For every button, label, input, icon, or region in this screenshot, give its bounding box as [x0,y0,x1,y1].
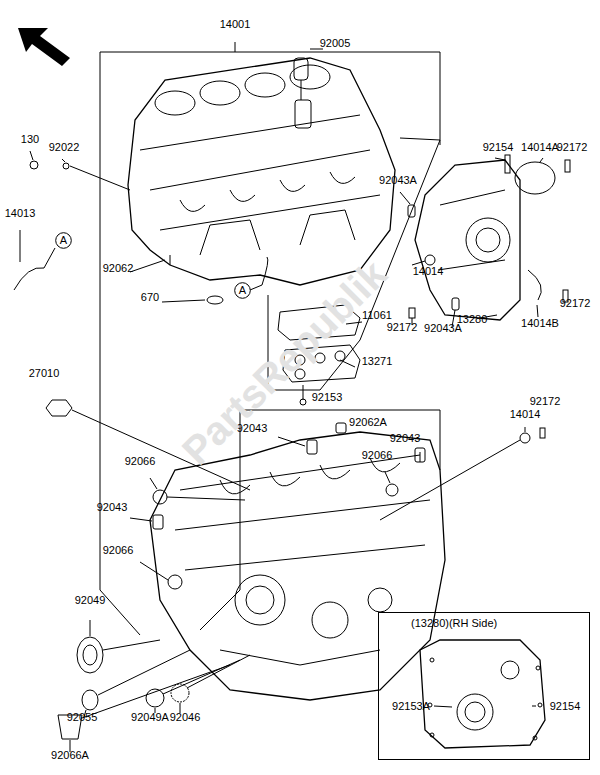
callout-number: 14014 [510,408,541,421]
callout-number: 92066 [362,449,393,462]
callout-number: 130 [21,133,39,146]
callout-number: 92046 [170,711,201,724]
callout-number: 92022 [49,141,80,154]
callout-number: 92154 [483,141,514,154]
reference-letter: A [239,284,246,297]
callout-number: 92062 [103,262,134,275]
callout-number: 14014A [521,141,559,154]
callout-number: 92043A [424,322,462,335]
reference-circle: A [55,232,72,249]
callout-number: 92172 [560,297,591,310]
callout-number: 14001 [220,18,251,31]
callout-number: 92005 [320,37,351,50]
callout-number: 92066 [103,544,134,557]
callout-number: 14014B [521,317,559,330]
callout-number: 92154 [550,700,581,713]
callout-number: 92043A [379,174,417,187]
callout-number: 92066 [125,455,156,468]
callout-number: 92062A [349,416,387,429]
callout-number: 92049A [131,711,169,724]
callout-number: 92172 [557,141,588,154]
inset-heading: (13280)(RH Side) [411,617,497,630]
callout-number: 92172 [530,395,561,408]
callout-number: 92055 [67,711,98,724]
callout-number: 92049 [75,594,106,607]
callout-number: 92043 [97,501,128,514]
detail-inset: (13280)(RH Side) 92153A 92154 [378,612,590,760]
callout-number: 27010 [29,367,60,380]
callout-number: 92153A [392,700,430,713]
reference-letter: A [60,234,67,247]
callout-number: 670 [141,291,159,304]
callout-number: 92043 [390,432,421,445]
callout-number: 92153 [312,391,343,404]
callout-number: 14014 [413,265,444,278]
reference-circle: A [234,282,251,299]
callout-number: 92066A [51,749,89,762]
callout-number: 14013 [5,207,36,220]
callout-number: 13271 [362,355,393,368]
callout-number: 92172 [387,321,418,334]
